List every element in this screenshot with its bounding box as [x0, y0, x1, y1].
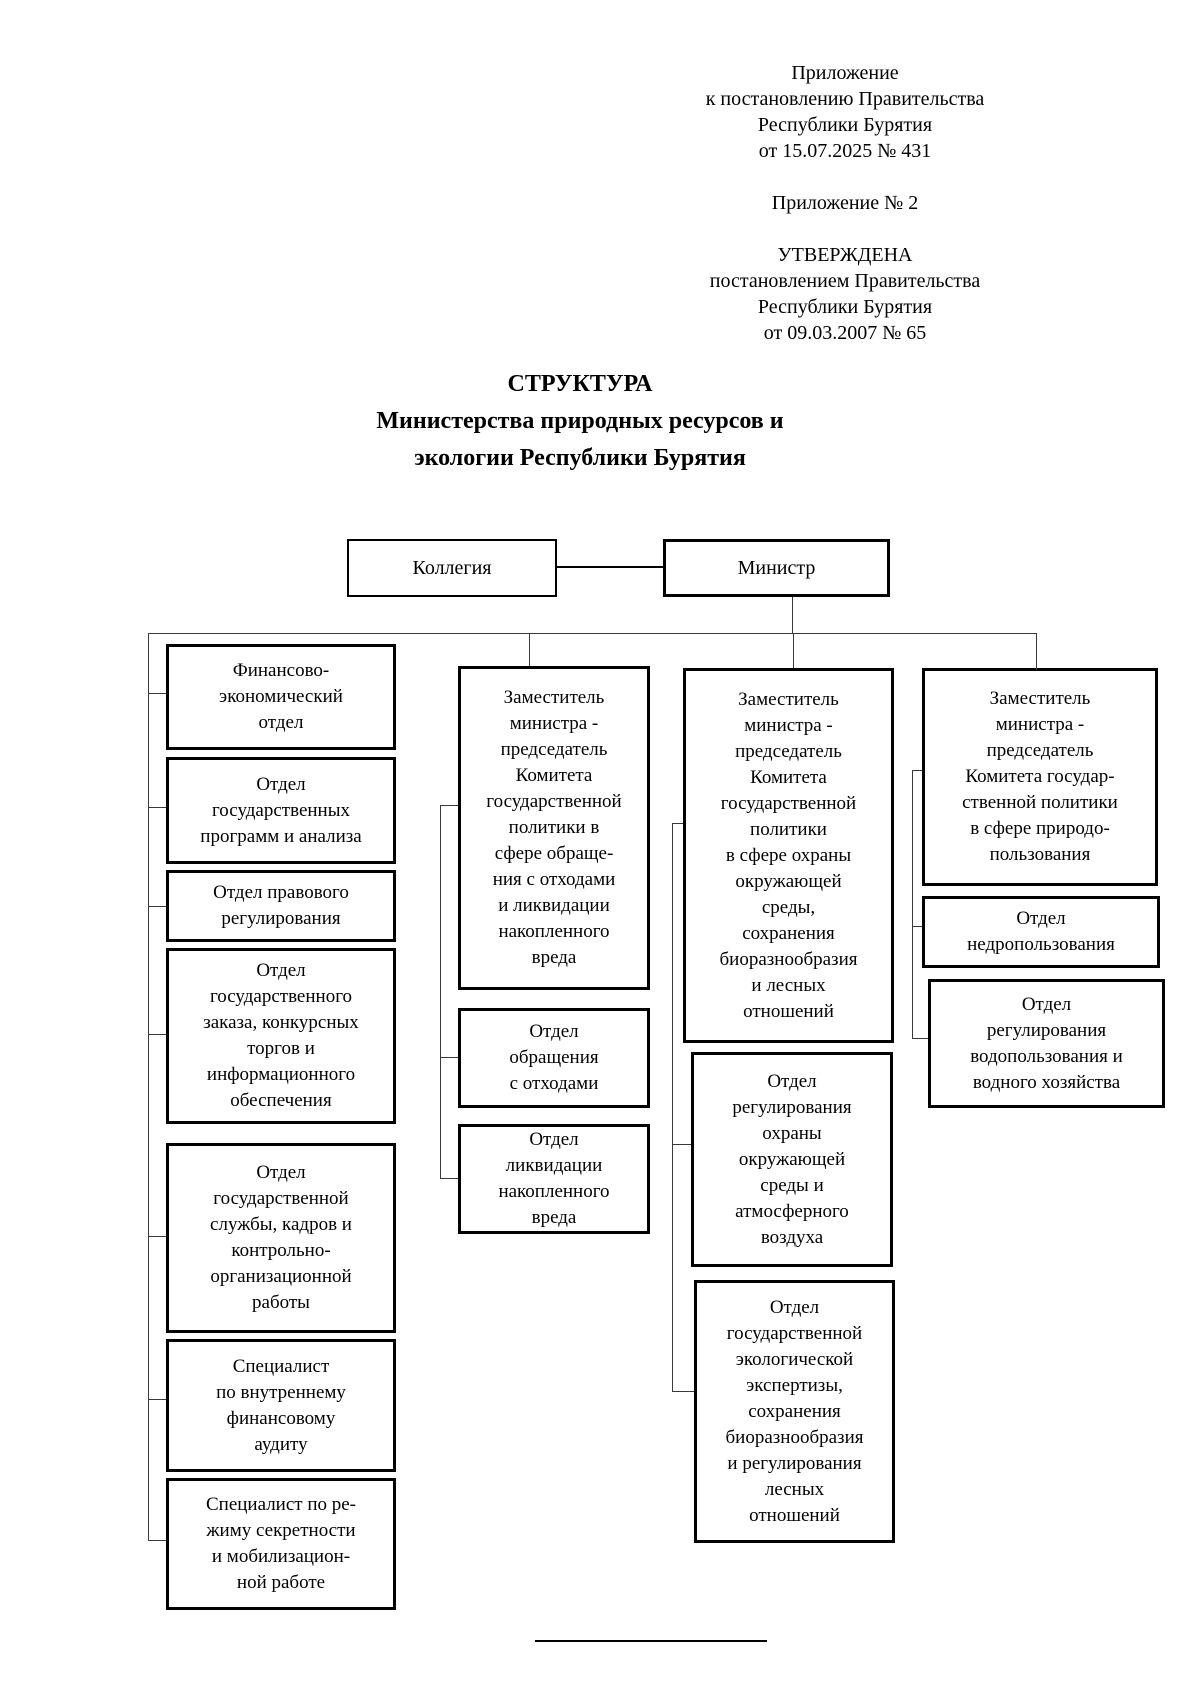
org-box-deputy-waste: Заместитель министра - председатель Коми… — [458, 666, 650, 990]
connector-deputy-waste-attach — [440, 805, 458, 806]
connector-stub-subsoil-use — [912, 926, 922, 927]
org-box-waste-handling-dept: Отдел обращения с отходами — [458, 1008, 650, 1108]
org-box-environment-air-dept: Отдел регулирования охраны окружающей ср… — [691, 1052, 893, 1267]
org-box-civil-service-hr-dept: Отдел государственной службы, кадров и к… — [166, 1143, 396, 1333]
org-box-minister: Министр — [663, 539, 890, 597]
org-box-state-programs-dept: Отдел государственных программ и анализа — [166, 757, 396, 864]
org-box-secrecy-mobilization-specialist: Специалист по ре- жиму секретности и моб… — [166, 1478, 396, 1610]
connector-deputy-environment-attach — [672, 823, 683, 824]
org-box-financial-economic-dept: Финансово- экономический отдел — [166, 644, 396, 750]
org-box-water-use-dept: Отдел регулирования водопользования и во… — [928, 979, 1165, 1108]
org-box-collegium: Коллегия — [347, 539, 557, 597]
annex-approval-block: Приложение к постановлению Правительства… — [705, 62, 985, 344]
connector-stub-environment-air — [672, 1144, 691, 1145]
connector-stub-financial — [148, 693, 166, 694]
org-box-internal-audit-specialist: Специалист по внутреннему финансовому ау… — [166, 1339, 396, 1472]
connector-stub-water-use — [912, 1038, 928, 1039]
connector-stub-state-order — [148, 1034, 166, 1035]
connector-stub-legal — [148, 906, 166, 907]
page-title: СТРУКТУРА Министерства природных ресурсо… — [376, 371, 784, 471]
connector-stub-ecological-expertise — [672, 1391, 694, 1392]
connector-deputy-nature-use-attach — [912, 770, 922, 771]
connector-drop-deputy-waste — [529, 634, 530, 666]
connector-left-bracket — [148, 634, 149, 1540]
connector-deputy-environment-bracket — [672, 823, 673, 1391]
connector-collegium-minister — [557, 566, 663, 568]
org-box-ecological-expertise-dept: Отдел государственной экологической эксп… — [694, 1280, 895, 1543]
connector-deputy-waste-bracket — [440, 805, 441, 1179]
org-box-state-order-dept: Отдел государственного заказа, конкурсны… — [166, 948, 396, 1124]
connector-stub-secrecy — [148, 1540, 166, 1541]
org-box-legal-regulation-dept: Отдел правового регулирования — [166, 870, 396, 942]
footnote-separator-line — [535, 1640, 767, 1642]
org-box-subsoil-use-dept: Отдел недропользования — [922, 896, 1160, 968]
connector-stub-accumulated-harm — [440, 1178, 458, 1179]
connector-deputy-nature-use-bracket — [912, 770, 913, 1039]
org-box-accumulated-harm-dept: Отдел ликвидации накопленного вреда — [458, 1124, 650, 1234]
connector-drop-deputy-nature-use — [1036, 634, 1037, 670]
connector-stub-waste-handling — [440, 1057, 458, 1058]
connector-stub-civil-service — [148, 1236, 166, 1237]
connector-stub-audit — [148, 1399, 166, 1400]
org-box-deputy-environment: Заместитель министра - председатель Коми… — [683, 668, 894, 1043]
connector-distribution-line — [148, 633, 1037, 634]
connector-minister-drop — [792, 597, 793, 634]
connector-drop-deputy-environment — [793, 634, 794, 668]
connector-stub-programs — [148, 807, 166, 808]
org-box-deputy-nature-use: Заместитель министра - председатель Коми… — [922, 668, 1158, 886]
